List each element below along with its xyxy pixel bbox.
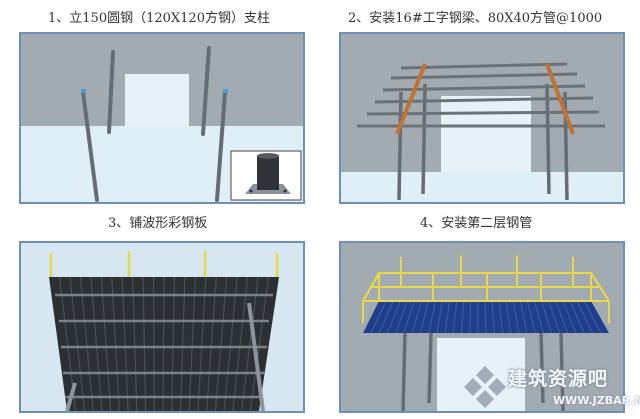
wall-opening — [125, 74, 189, 126]
diamond-grid-icon — [464, 366, 506, 408]
column — [397, 91, 403, 201]
step-4-panel — [339, 241, 625, 413]
deck-rib — [436, 300, 444, 334]
deck-rib — [69, 276, 86, 411]
wall-opening — [441, 96, 531, 172]
deck-rib — [562, 300, 577, 334]
step-3-illustration — [21, 243, 303, 411]
deck-rib — [505, 300, 512, 334]
deck-rib — [498, 300, 503, 334]
deck-rib — [469, 300, 472, 334]
deck-rib — [512, 300, 520, 334]
deck-rib — [162, 276, 165, 411]
column — [201, 46, 211, 136]
step-3-panel — [19, 241, 305, 413]
step-4-illustration — [341, 243, 623, 411]
deck-rib — [460, 300, 465, 334]
column — [559, 332, 565, 411]
deck-rib — [90, 276, 103, 411]
deck-rib — [428, 300, 437, 334]
deck-rib — [188, 276, 196, 411]
step-1-caption: 1、立150圆钢（120X120方钢）支柱 — [48, 11, 270, 26]
main-beam — [545, 63, 575, 135]
deck-rib — [484, 300, 487, 334]
back-wall — [21, 34, 303, 126]
watermark-text: 建筑资源吧 — [508, 368, 609, 390]
deck-rib — [452, 300, 458, 334]
deck-rib — [206, 276, 217, 411]
main-beam — [395, 63, 427, 135]
column — [65, 382, 77, 411]
column — [215, 90, 227, 202]
deck-rib — [583, 300, 602, 334]
column-cap — [223, 89, 228, 93]
scaffold-brace — [362, 272, 380, 302]
deck-rib — [387, 300, 401, 334]
deck-rib — [79, 276, 94, 411]
deck-rib — [519, 300, 528, 334]
step-2-caption: 2、安装16#工字钢梁、80X40方管@1000 — [348, 11, 603, 26]
scaffold-brace — [590, 272, 610, 302]
deck-rib — [232, 276, 249, 411]
deck-rib — [240, 276, 259, 411]
deck-rib — [249, 276, 270, 411]
deck-rib — [378, 300, 394, 334]
step-1-panel — [19, 32, 305, 204]
deck-rib — [569, 300, 585, 334]
deck-rib — [411, 300, 422, 334]
deck-rib — [419, 300, 429, 334]
deck-rib — [152, 276, 155, 411]
deck-rib — [526, 300, 536, 334]
deck-rib — [533, 300, 544, 334]
step-4-caption: 4、安装第二层钢管 — [420, 216, 533, 231]
deck-rib — [121, 276, 129, 411]
column — [545, 83, 551, 195]
deck-rib — [132, 276, 138, 411]
column — [539, 332, 545, 404]
deck-rib — [214, 276, 228, 411]
column — [401, 332, 407, 411]
deck-rib — [171, 276, 176, 411]
deck-rib — [491, 300, 495, 334]
column-cap — [81, 89, 86, 93]
deck-rib — [541, 300, 553, 334]
deck-rib — [555, 300, 569, 334]
column — [81, 90, 99, 202]
step-2-panel — [339, 32, 625, 204]
step-1-illustration — [21, 34, 303, 202]
step-3-caption: 3、铺波形彩钢板 — [108, 216, 208, 231]
column-detail — [257, 156, 279, 190]
purlin — [400, 62, 568, 70]
deck-rib — [548, 300, 561, 334]
deck-rib — [100, 276, 112, 411]
column — [247, 302, 265, 411]
deck-rib — [142, 276, 147, 411]
deck-rib — [403, 300, 415, 334]
column — [107, 50, 115, 134]
deck-rib — [223, 276, 238, 411]
column — [427, 332, 433, 404]
deck-rib — [111, 276, 120, 411]
watermark-url: WWW.JZBAR.NET — [553, 394, 640, 407]
watermark: 建筑资源吧 WWW.JZBAR.NET — [458, 358, 640, 419]
deck-rib — [395, 300, 408, 334]
step-2-illustration — [341, 34, 623, 201]
deck-rib — [197, 276, 207, 411]
deck-rib — [576, 300, 594, 334]
purlin — [390, 72, 578, 80]
deck-rib — [444, 300, 451, 334]
deck-rib — [179, 276, 186, 411]
deck-rib — [370, 300, 387, 334]
